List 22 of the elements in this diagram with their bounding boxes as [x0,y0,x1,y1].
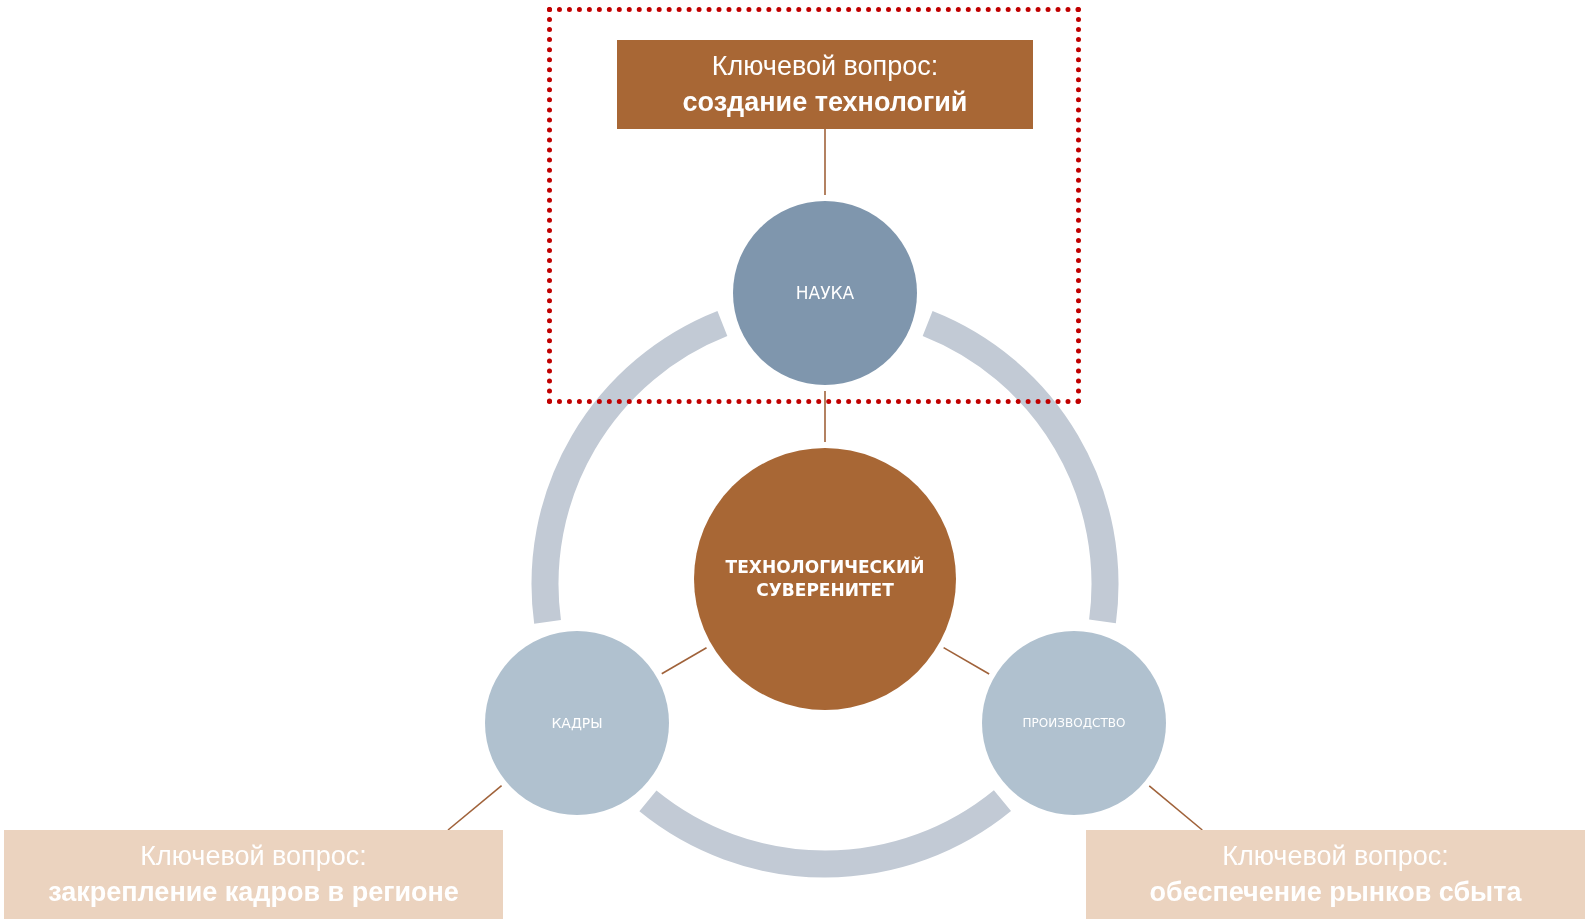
ring-arc [921,311,1119,623]
box-heading: Ключевой вопрос: [711,50,939,84]
box-heading: Ключевой вопрос: [140,840,367,874]
box-text: закрепление кадров в регионе [48,875,459,909]
connector-line [942,646,990,675]
connector-line [1148,785,1204,831]
question-box [1086,830,1585,919]
connector-line [447,784,503,831]
connector-line [660,647,708,675]
ring-arc [531,311,729,623]
ring-arc [640,789,1011,877]
box-text: обеспечение рынков сбыта [1149,875,1522,909]
node-label: КАДРЫ [551,713,603,733]
box-heading: Ключевой вопрос: [1222,840,1449,874]
question-box [4,830,503,919]
question-box [617,40,1033,129]
connector-line [824,128,826,196]
node-label: ТЕХНОЛОГИЧЕСКИЙ СУВЕРЕНИТЕТ [724,556,926,602]
node-label: НАУКА [795,281,855,305]
connector-line [824,390,826,443]
node-label: ПРОИЗВОДСТВО [1022,714,1126,732]
box-text: создание технологий [682,85,968,119]
